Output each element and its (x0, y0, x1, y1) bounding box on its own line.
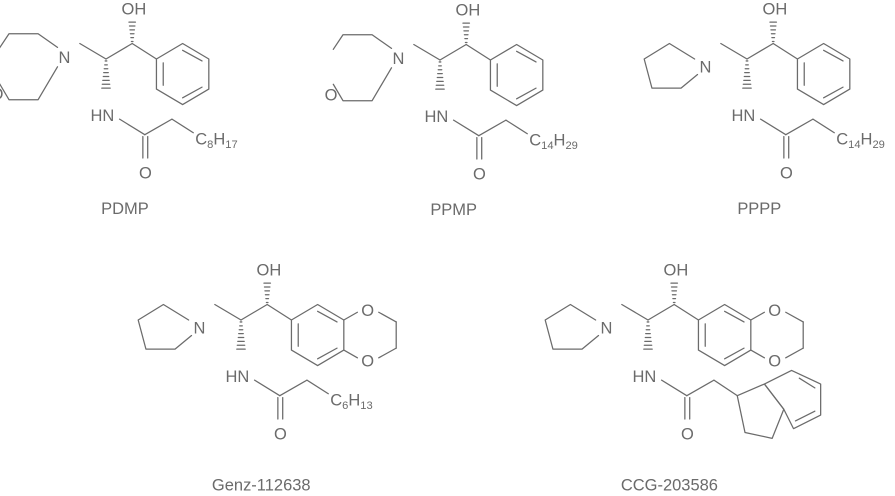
phenyl-ring (155, 42, 210, 106)
stereo-hash-bond (462, 22, 471, 44)
amine-nitrogen: N (58, 49, 70, 67)
stereo-hash-bond (742, 60, 752, 89)
amine-nitrogen: N (600, 320, 612, 338)
benzodioxane-ring (290, 303, 397, 367)
hydroxyl-group: OH (257, 261, 282, 279)
morpholine-oxygen: O (325, 87, 338, 105)
stereo-hash-bond (128, 21, 137, 43)
hydroxyl-group: OH (763, 0, 788, 18)
carbonyl-oxygen: O (139, 164, 152, 182)
hydroxyl-group: OH (664, 261, 689, 279)
stereo-hash-bond (769, 21, 778, 43)
amine-nitrogen: N (392, 50, 404, 68)
compound-label: Genz-112638 (212, 477, 311, 495)
pyrrolidine-ring (544, 303, 600, 350)
hydroxyl-group: OH (456, 1, 481, 19)
compound-pppp: N OH HN O C14H29 PPPP (643, 0, 885, 218)
indane-benzene (763, 369, 822, 430)
stereo-hash-bond (263, 282, 272, 304)
phenyl-ring (796, 42, 851, 106)
compound-label: CCG-203586 (621, 477, 718, 495)
dioxane-oxygen: O (768, 353, 781, 371)
morpholine-ring (0, 33, 59, 101)
core-skeleton (720, 42, 799, 159)
carbonyl-oxygen: O (473, 165, 486, 183)
amine-nitrogen: N (193, 320, 205, 338)
stereo-hash-bond (643, 321, 653, 350)
core-skeleton (214, 303, 293, 420)
pyrrolidine-ring (137, 303, 193, 350)
hydroxyl-group: OH (122, 0, 147, 18)
phenyl-ring (489, 43, 544, 107)
compound-label: PPMP (430, 201, 477, 219)
amide-nitrogen: HN (424, 108, 448, 126)
dioxane-oxygen: O (768, 302, 781, 320)
benzodioxane-ring (697, 303, 804, 367)
compound-ppmp: N O OH HN O C14H29 PPMP (325, 1, 578, 219)
amide-nitrogen: HN (90, 107, 114, 125)
alkyl-tail-formula: C8H17 (195, 130, 237, 151)
alkyl-tail-formula: C14H29 (836, 130, 885, 151)
core-skeleton (79, 42, 158, 159)
dioxane-oxygen: O (361, 353, 374, 371)
stereo-hash-bond (670, 282, 679, 304)
carbonyl-oxygen: O (274, 425, 287, 443)
dioxane-oxygen: O (361, 302, 374, 320)
alkyl-tail-formula: C6H13 (330, 391, 372, 412)
carbonyl-oxygen: O (681, 425, 694, 443)
pyrrolidine-ring (643, 42, 699, 89)
compound-pdmp: N O OH HN O C8H17 PDMP (0, 0, 238, 218)
amide-nitrogen: HN (731, 107, 755, 125)
morpholine-oxygen: O (0, 86, 4, 104)
stereo-hash-bond (236, 321, 246, 350)
compound-label: PPPP (737, 200, 781, 218)
core-skeleton (621, 303, 700, 420)
amine-nitrogen: N (699, 59, 711, 77)
compound-label: PDMP (101, 200, 149, 218)
alkyl-tail-formula: C14H29 (529, 131, 578, 152)
morpholine-ring (332, 34, 393, 102)
amide-nitrogen: HN (225, 368, 249, 386)
compound-genz-112638: N OH HN O O O C6H13 Genz-112638 (137, 261, 397, 495)
stereo-hash-bond (101, 60, 111, 89)
amide-nitrogen: HN (632, 368, 656, 386)
compound-ccg-203586: N OH HN O O O CCG-203586 (544, 261, 822, 495)
core-skeleton (413, 43, 492, 160)
stereo-hash-bond (435, 61, 445, 90)
carbonyl-oxygen: O (780, 164, 793, 182)
